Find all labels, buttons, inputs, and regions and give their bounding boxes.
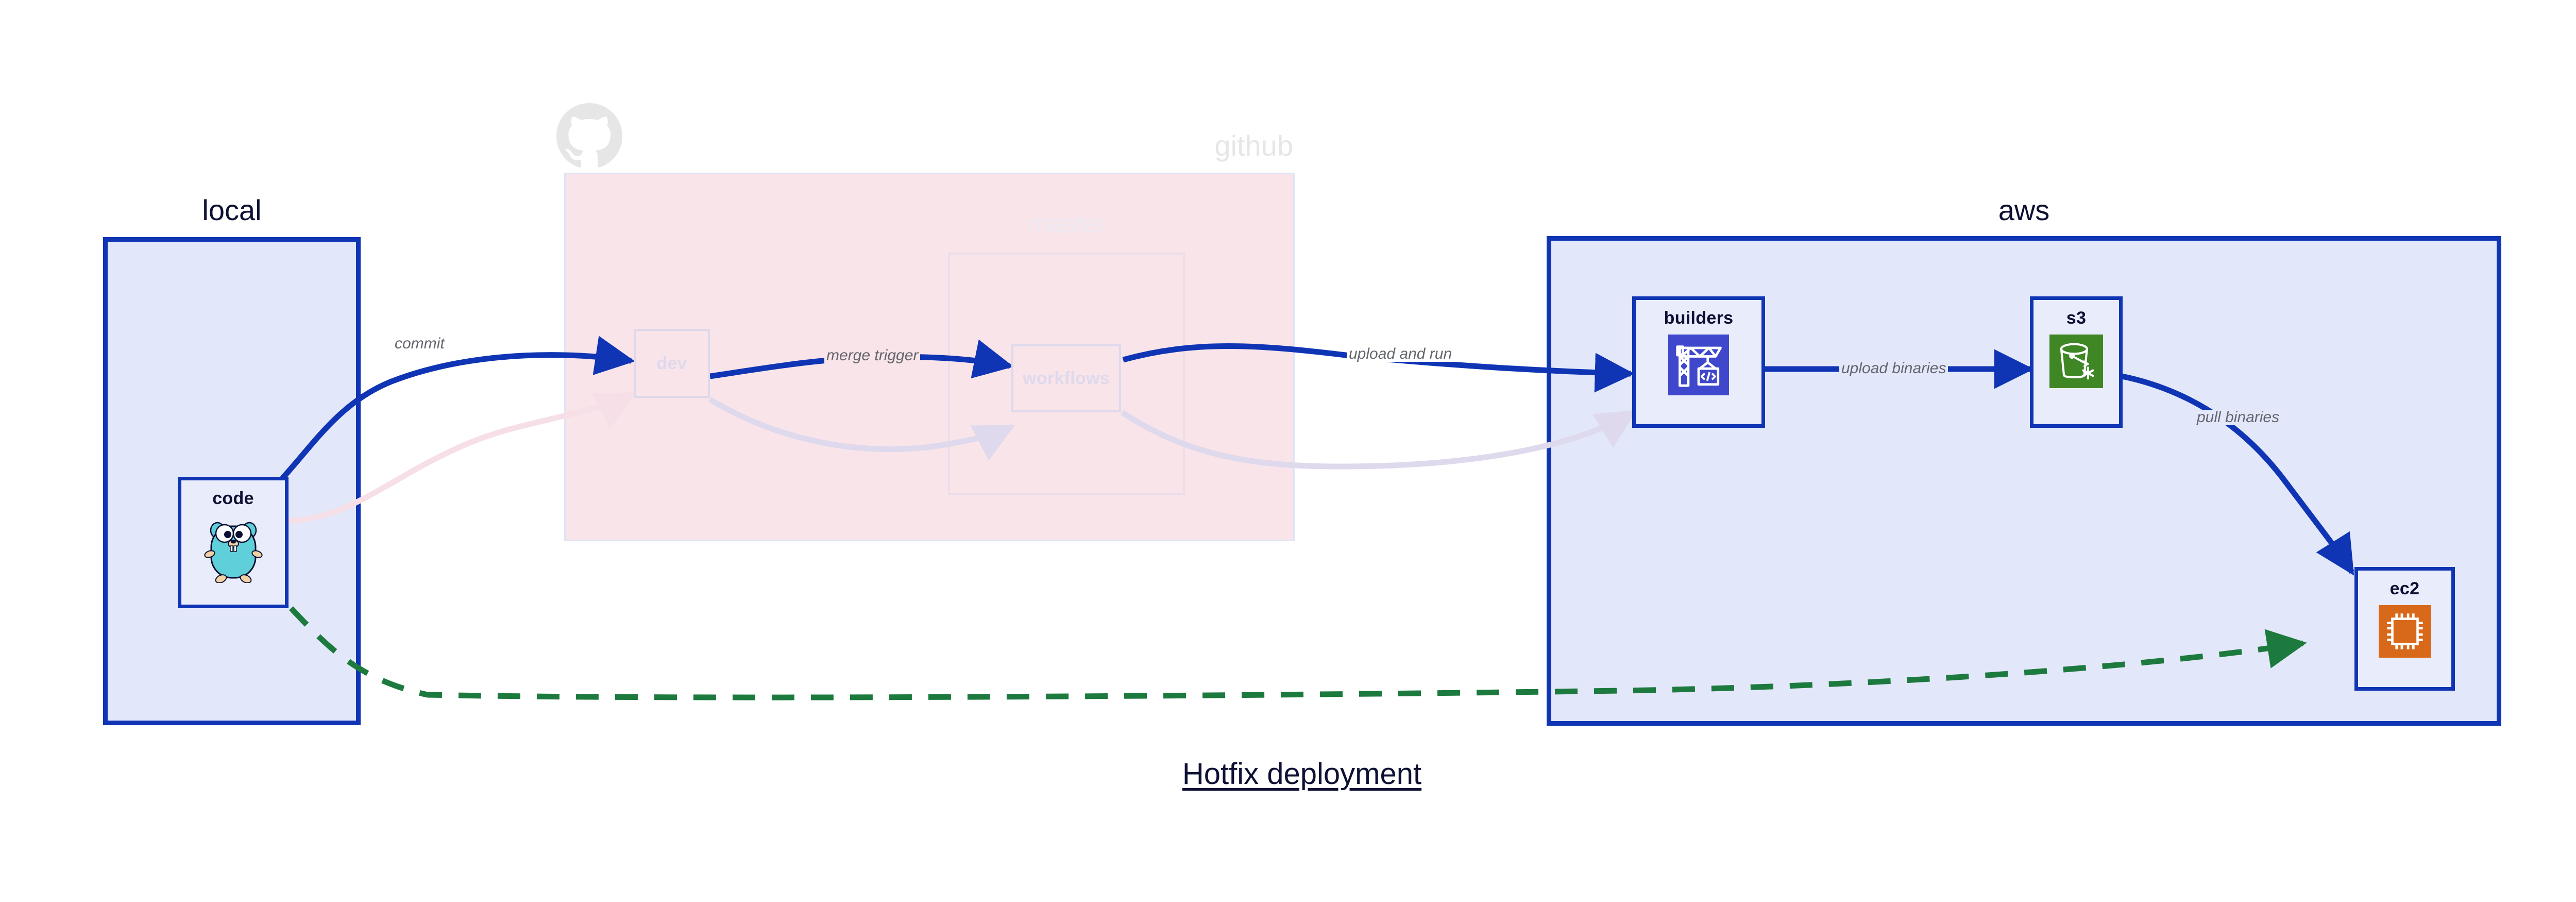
node-dev[interactable]: dev <box>634 329 710 398</box>
node-dev-label: dev <box>656 353 687 373</box>
node-ec2[interactable]: ec2 <box>2354 567 2455 691</box>
node-builders[interactable]: builders <box>1632 296 1765 428</box>
page-title: Hotfix deployment <box>1182 757 1422 791</box>
edge-label-merge-trigger: merge trigger <box>824 348 921 363</box>
aws-crane-icon <box>1668 335 1729 395</box>
aws-s3-icon <box>2049 335 2103 388</box>
node-code[interactable]: code <box>178 477 289 608</box>
cluster-label-master: master <box>1027 209 1106 238</box>
aws-ec2-icon <box>2378 605 2431 658</box>
node-builders-label: builders <box>1664 308 1734 328</box>
github-octocat-icon <box>556 103 622 169</box>
node-ec2-label: ec2 <box>2389 579 2420 598</box>
node-workflows[interactable]: workflows <box>1011 344 1121 412</box>
node-s3[interactable]: s3 <box>2030 296 2123 428</box>
edge-label-upload-binaries: upload binaries <box>1839 361 1948 376</box>
edge-label-upload-and-run: upload and run <box>1347 346 1454 362</box>
go-gopher-icon <box>204 516 263 583</box>
cluster-label-aws: aws <box>1998 194 2050 226</box>
node-s3-label: s3 <box>2066 308 2087 328</box>
edge-label-commit: commit <box>393 336 447 352</box>
cluster-label-github: github <box>1214 129 1293 162</box>
node-workflows-label: workflows <box>1023 368 1110 388</box>
edge-label-pull-binaries: pull binaries <box>2195 410 2282 425</box>
node-code-label: code <box>212 489 254 508</box>
cluster-label-local: local <box>202 194 262 226</box>
